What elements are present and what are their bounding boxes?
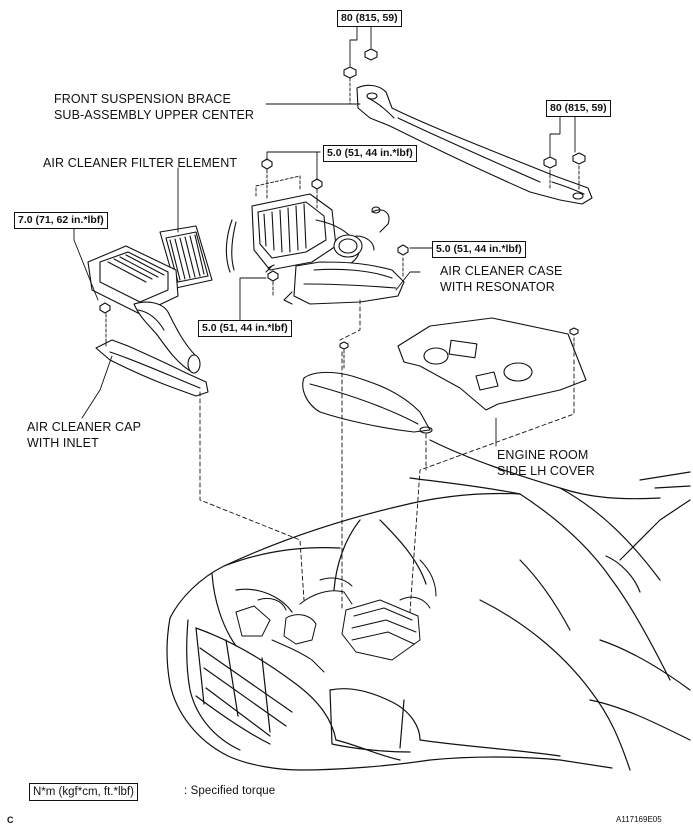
torque-box-brace-right: 80 (815, 59): [546, 100, 611, 117]
brace-bolts: [343, 48, 586, 169]
air-cleaner-case: [225, 158, 409, 305]
torque-box-cap: 7.0 (71, 62 in.*lbf): [14, 212, 108, 229]
cover-leader-lines: [343, 337, 575, 447]
case-leader-lines: [239, 151, 433, 323]
label-brace-line2: SUB-ASSEMBLY UPPER CENTER: [54, 108, 255, 122]
label-cap-line2: WITH INLET: [27, 436, 99, 450]
torque-box-case-bottom: 5.0 (51, 44 in.*lbf): [198, 320, 292, 337]
label-case-line1: AIR CLEANER CASE: [440, 264, 563, 278]
engine-room-cover: [302, 317, 587, 434]
torque-box-case-top: 5.0 (51, 44 in.*lbf): [323, 145, 417, 162]
label-filter-element: AIR CLEANER FILTER ELEMENT: [43, 156, 238, 170]
cap-leader-lines: [73, 225, 113, 419]
corner-letter: C: [7, 815, 14, 825]
air-cleaner-cap: [87, 245, 209, 397]
alignment-dashed-lines: [199, 299, 575, 613]
figure-id: A117169E05: [616, 815, 662, 824]
brace-leader-lines: [265, 23, 580, 191]
label-cap-line1: AIR CLEANER CAP: [27, 420, 142, 434]
label-cover-line2: SIDE LH COVER: [497, 464, 595, 478]
suspension-brace: [356, 84, 593, 205]
label-cover-line1: ENGINE ROOM: [497, 448, 589, 462]
legend-torque-box: N*m (kgf*cm, ft.*lbf): [29, 783, 138, 801]
vehicle-outline: [166, 439, 691, 771]
label-case-line2: WITH RESONATOR: [440, 280, 555, 294]
label-brace-line1: FRONT SUSPENSION BRACE: [54, 92, 231, 106]
legend-description: : Specified torque: [184, 785, 276, 797]
torque-box-case-right: 5.0 (51, 44 in.*lbf): [432, 241, 526, 258]
engine-components: [235, 559, 437, 673]
torque-box-brace-left: 80 (815, 59): [337, 10, 402, 27]
